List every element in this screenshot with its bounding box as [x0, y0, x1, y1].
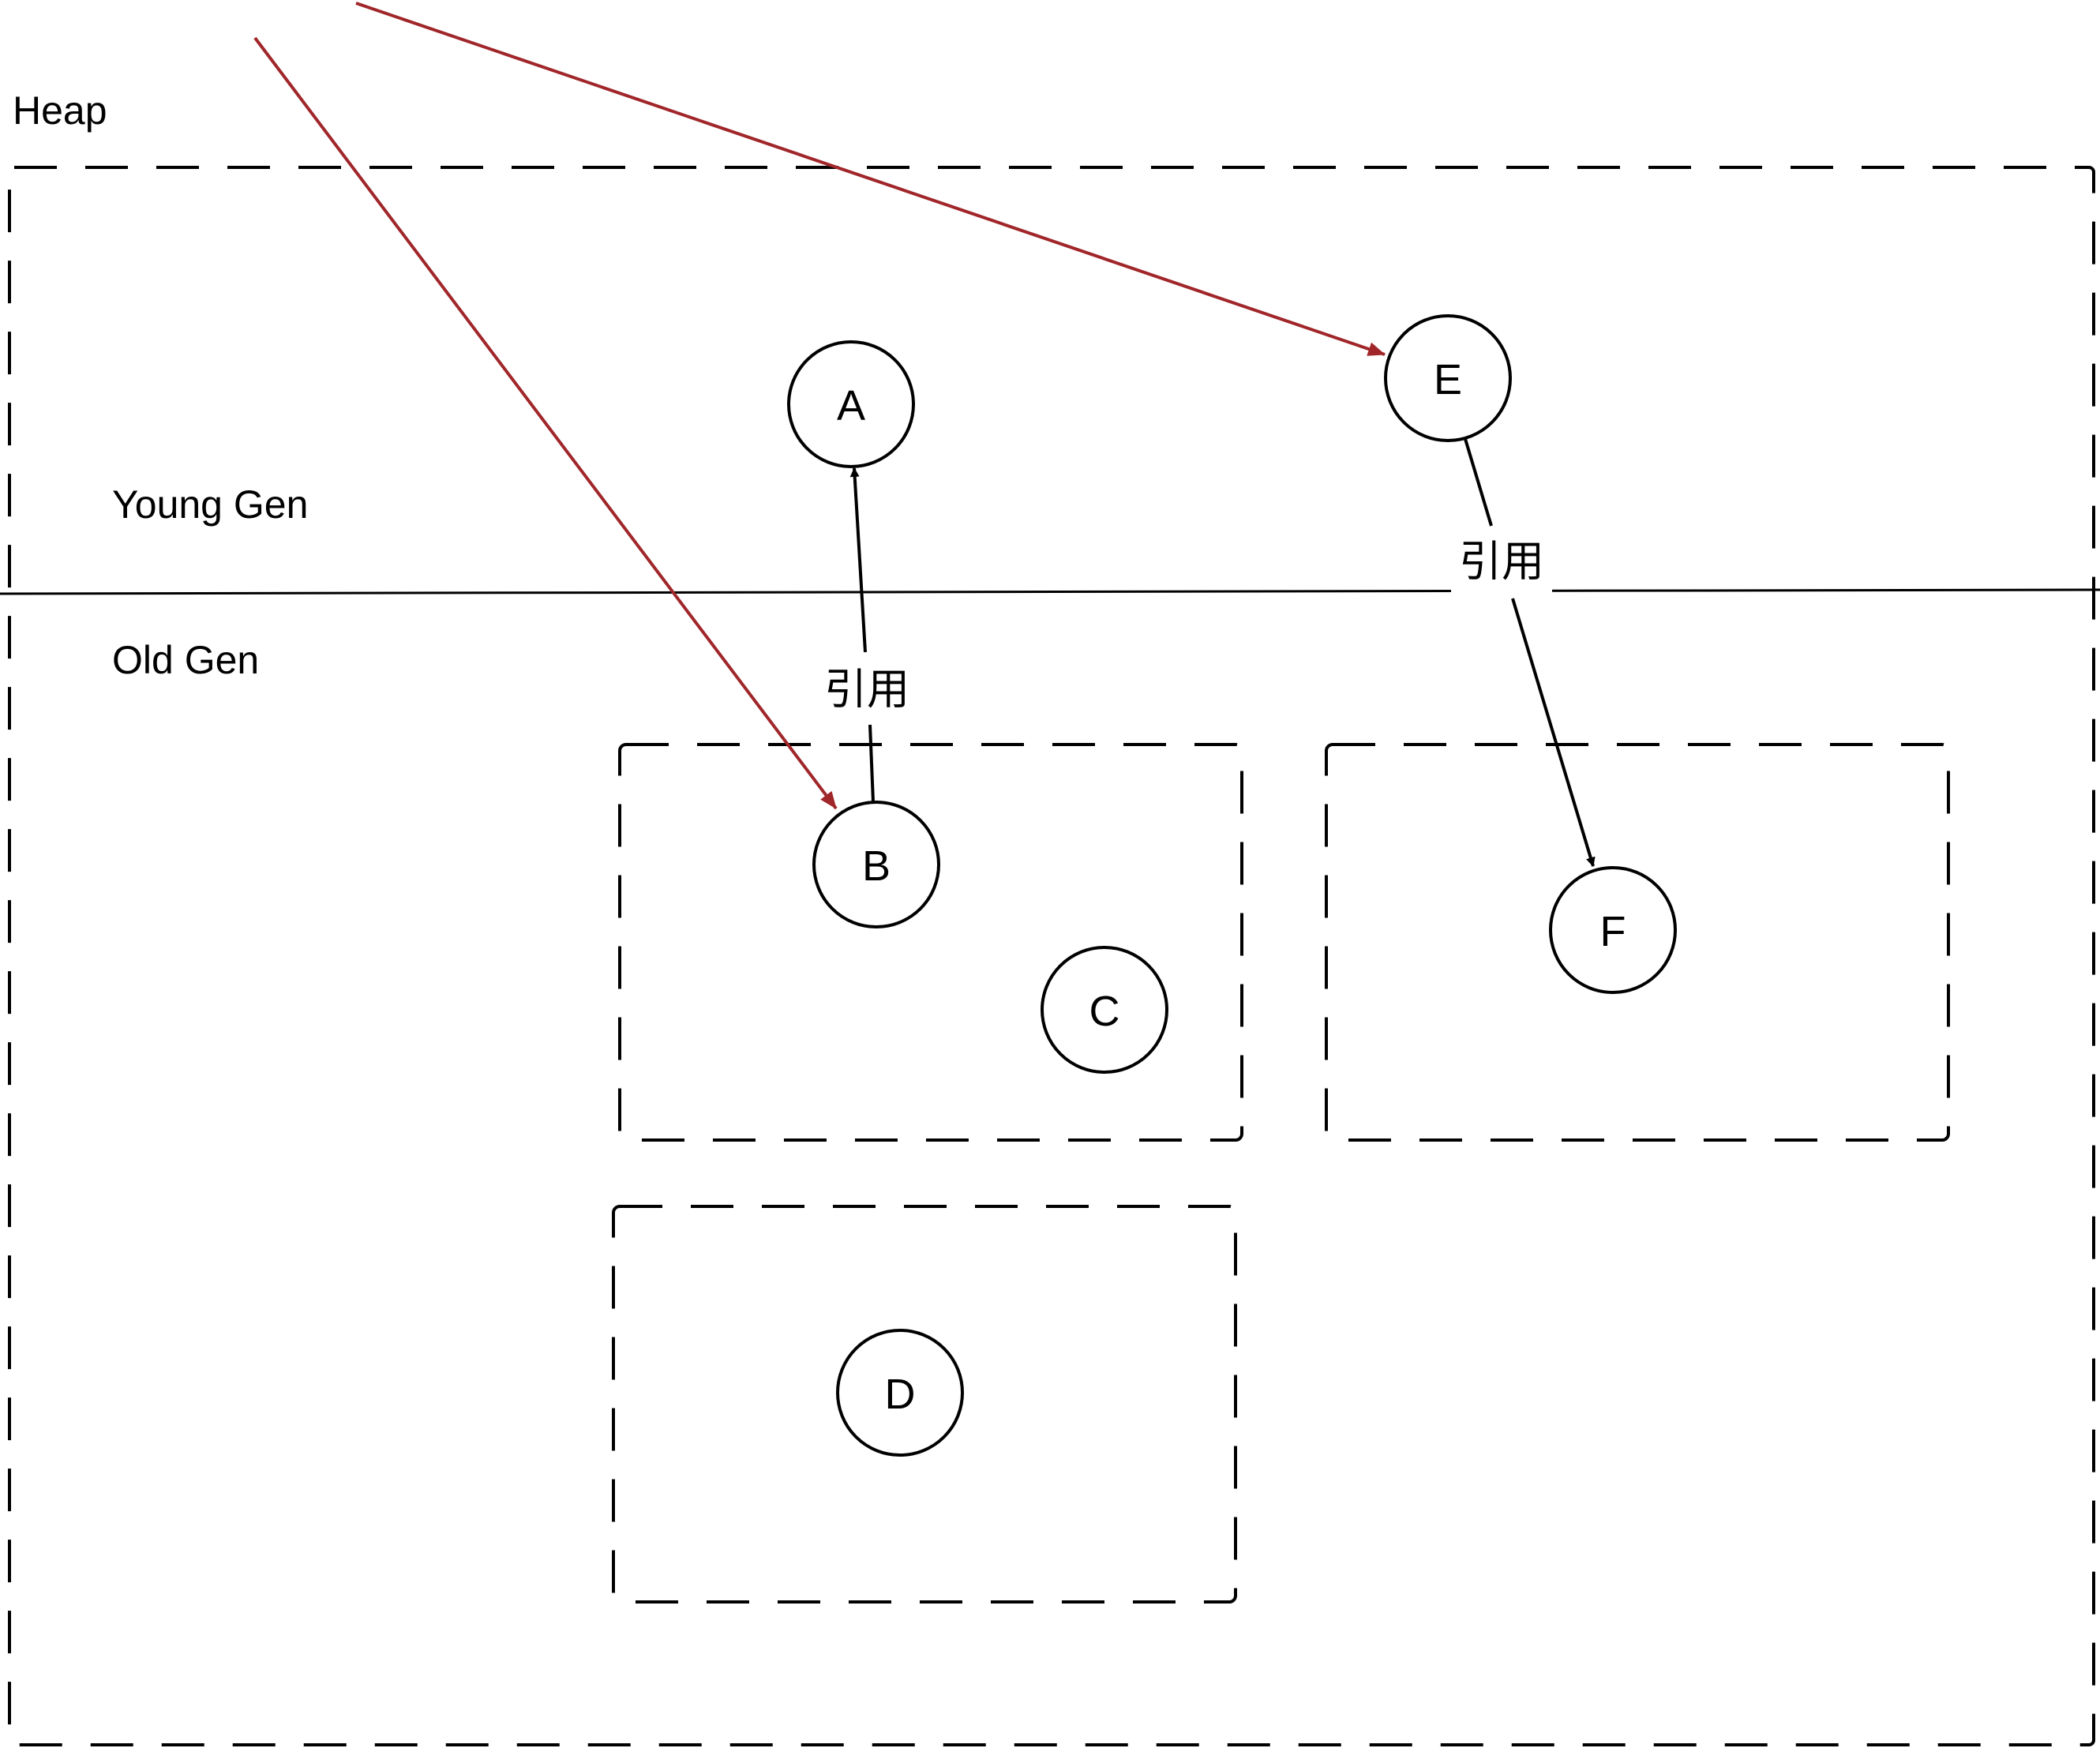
edge-b-a-lower: [868, 724, 875, 803]
node-a: A: [787, 340, 915, 468]
edge-e-f-label-bg: [1451, 533, 1552, 593]
generation-divider: [0, 588, 2100, 595]
node-c-label: C: [1089, 988, 1120, 1035]
node-e-label: E: [1434, 356, 1462, 403]
edge-label-b-a: 引用: [824, 665, 909, 715]
card-region-bc: [618, 743, 1243, 1142]
node-a-label: A: [837, 382, 865, 429]
card-region-d: [612, 1205, 1237, 1604]
edge-b-a-upper: [849, 467, 867, 653]
node-d: D: [836, 1329, 964, 1457]
external-ref-to-b: [253, 36, 838, 810]
node-f: F: [1549, 866, 1677, 994]
heap-region: [8, 166, 2095, 1746]
young-gen-label: Young Gen: [112, 482, 308, 527]
node-f-label: F: [1600, 908, 1626, 955]
old-gen-label: Old Gen: [112, 638, 259, 682]
edge-e-f-lower: [1511, 598, 1596, 867]
node-e: E: [1384, 314, 1512, 442]
node-c: C: [1041, 946, 1168, 1074]
external-ref-to-e: [355, 2, 1386, 356]
heap-label: Heap: [13, 88, 107, 133]
node-b-label: B: [862, 842, 891, 890]
edge-e-f-upper: [1464, 438, 1493, 527]
edge-label-e-f: 引用: [1459, 537, 1544, 587]
edge-b-a-label-bg: [821, 662, 916, 718]
node-b: B: [812, 801, 940, 928]
node-d-label: D: [885, 1371, 916, 1418]
card-region-f: [1325, 743, 1950, 1142]
